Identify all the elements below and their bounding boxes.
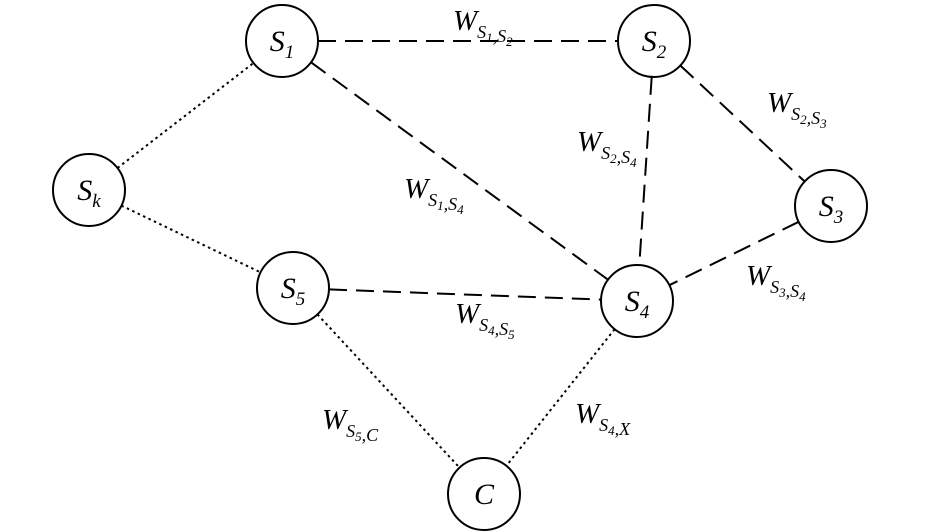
weight-label-s5-s4: WS4,S5 [455,298,515,342]
weight-label-s1-s4: WS1,S4 [404,173,464,217]
node-circle [794,169,868,243]
edge-sk-s1 [116,62,255,169]
edge-s5-s4 [328,288,602,301]
weight-label-s3-s4: WS3,S4 [746,260,806,304]
node-s1: S1 [245,4,319,78]
node-s3: S3 [794,169,868,243]
node-label: S2 [642,25,667,63]
weight-label-s5-c: WS5,C [322,404,379,445]
weight-label-s4-c: WS4,X [575,398,631,439]
weight-label-s2-s3: WS2,S3 [767,87,827,131]
node-s4: S4 [600,264,674,338]
node-label: Sk [77,174,101,212]
node-label: S4 [625,285,650,323]
node-sk: Sk [52,153,126,227]
node-label: S3 [819,190,844,228]
node-s2: S2 [617,4,691,78]
edge-sk-s5 [120,204,262,274]
edge-s4-c [505,328,616,467]
weight-label-s1-s2: WS1,S2 [453,5,513,49]
node-circle [617,4,691,78]
node-circle [447,457,521,531]
node-circle [245,4,319,78]
edge-s2-s4 [638,76,653,266]
edge-s5-c [316,313,461,469]
weight-label-s2-s4: WS2,S4 [577,126,637,170]
edge-s1-s4 [310,61,609,281]
node-s5: S5 [256,251,330,325]
edges [116,40,806,469]
node-c: C [447,457,521,531]
node-label: S5 [281,272,306,310]
node-label: S1 [270,25,295,63]
node-circle [600,264,674,338]
node-label: C [474,478,495,511]
node-circle [256,251,330,325]
edge-s2-s3 [679,64,806,183]
edge-s3-s4 [668,220,800,287]
node-circle [52,153,126,227]
